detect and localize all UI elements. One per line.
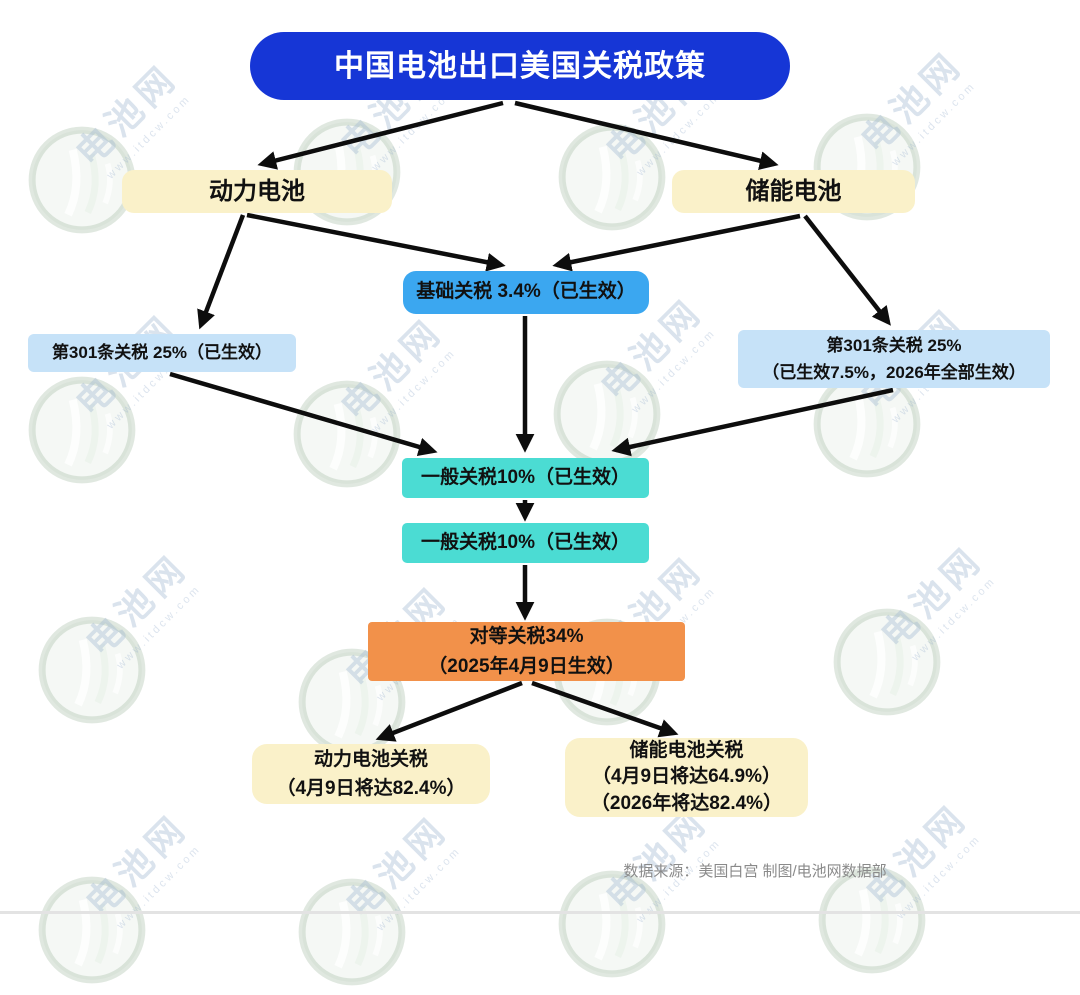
- bottom-divider: [0, 911, 1080, 914]
- diagram-title: 中国电池出口美国关税政策: [250, 32, 790, 100]
- node-power-total-line2: （4月9日将达82.4%）: [276, 778, 466, 799]
- node-section301-storage-line1: 第301条关税 25%: [826, 335, 962, 355]
- node-reciprocal-tariff-line1: 对等关税34%: [469, 626, 584, 648]
- node-storage-total-line1: 储能电池关税: [629, 739, 744, 761]
- arrow-power-to-base: [246, 212, 506, 272]
- node-base-tariff-label: 基础关税 3.4%（已生效）: [416, 281, 636, 303]
- node-section301-power-label: 第301条关税 25%（已生效）: [51, 343, 273, 363]
- node-power-battery-label: 动力电池: [209, 177, 305, 205]
- node-storage-total-line2: （4月9日将达64.9%）: [591, 766, 781, 788]
- node-power-total-tariff: 动力电池关税 （4月9日将达82.4%）: [252, 744, 490, 804]
- node-section301-storage-line2: （已生效7.5%，2026年全部生效）: [762, 363, 1026, 382]
- node-reciprocal-tariff-line2: （2025年4月9日生效）: [428, 655, 625, 677]
- arrow-reciprocal-to-storage-total: [531, 680, 679, 738]
- arrow-reciprocal-to-power-total: [375, 680, 523, 742]
- node-general-tariff-2-label: 一般关税10%（已生效）: [420, 531, 631, 553]
- node-base-tariff: 基础关税 3.4%（已生效）: [403, 271, 649, 314]
- arrow-301left-to-general1: [169, 371, 438, 457]
- node-power-battery: 动力电池: [122, 170, 392, 213]
- node-storage-battery: 储能电池: [672, 170, 915, 213]
- node-power-total-line1: 动力电池关税: [313, 748, 428, 770]
- node-storage-total-line3: （2026年将达82.4%）: [590, 792, 783, 814]
- arrow-layer: [169, 100, 894, 742]
- node-general-tariff-1: 一般关税10%（已生效）: [402, 458, 649, 498]
- arrow-301right-to-general1: [611, 387, 894, 457]
- node-section301-storage: 第301条关税 25% （已生效7.5%，2026年全部生效）: [738, 330, 1050, 388]
- arrow-storage-to-301: [803, 214, 891, 326]
- node-storage-total-tariff: 储能电池关税 （4月9日将达64.9%） （2026年将达82.4%）: [565, 738, 808, 817]
- node-general-tariff-1-label: 一般关税10%（已生效）: [420, 466, 631, 488]
- arrow-power-to-301: [197, 214, 246, 330]
- arrow-title-to-storage: [514, 100, 779, 170]
- data-source-note: 数据来源：美国白宫 制图/电池网数据部: [623, 863, 887, 880]
- node-storage-battery-label: 储能电池: [745, 177, 842, 205]
- node-general-tariff-2: 一般关税10%（已生效）: [402, 523, 649, 563]
- arrow-title-to-power: [257, 100, 504, 170]
- node-reciprocal-tariff: 对等关税34% （2025年4月9日生效）: [368, 622, 685, 681]
- arrow-storage-to-base: [552, 213, 801, 272]
- diagram-title-text: 中国电池出口美国关税政策: [334, 49, 706, 83]
- node-section301-power: 第301条关税 25%（已生效）: [28, 334, 296, 372]
